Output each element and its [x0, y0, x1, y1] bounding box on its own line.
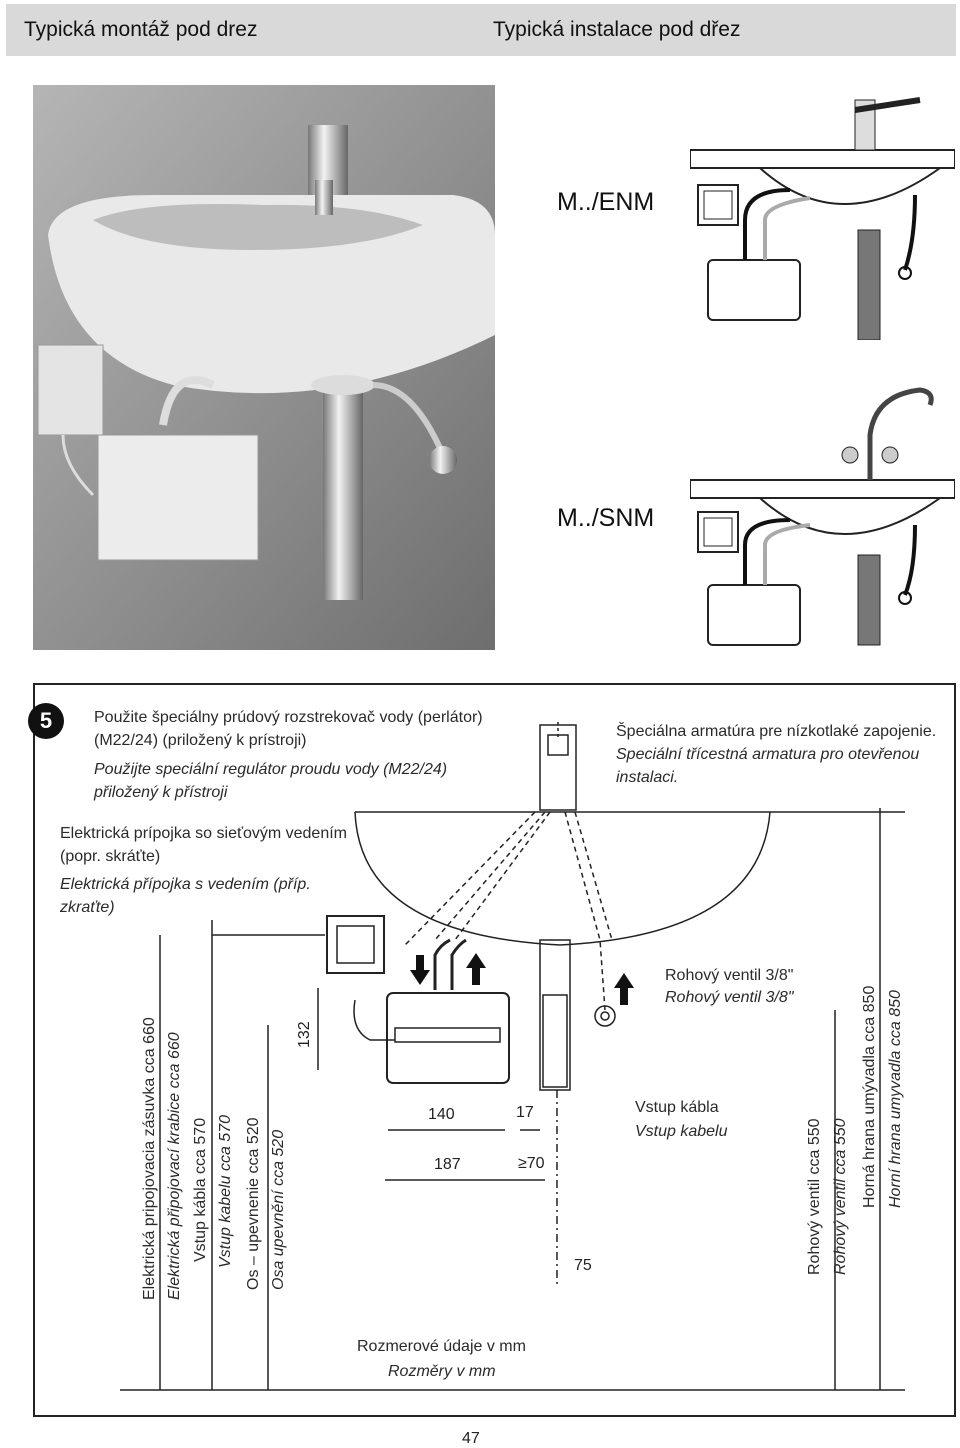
aerator-note-cz: Použijte speciální regulátor proudu vody… [94, 761, 448, 801]
vlabel-edge-cz: Horní hrana umyvadla cca 850 [887, 990, 904, 1208]
vlabel-valve-cz: Rohový ventil cca 550 [832, 1118, 849, 1275]
vlabel-socket-sk: Elektrická pripojovacia zásuvka cca 660 [141, 1017, 158, 1300]
dimensions-note-sk: Rozmerové údaje v mm [357, 1338, 526, 1355]
dim-70: ≥70 [518, 1155, 545, 1172]
page-number: 47 [462, 1430, 480, 1447]
enm-schematic [690, 97, 955, 340]
dim-140: 140 [428, 1106, 455, 1123]
vlabel-cable-sk: Vstup kábla cca 570 [192, 1117, 209, 1262]
vlabel-axis-sk: Os – upevnenie cca 520 [245, 1117, 262, 1290]
vlabel-edge-sk: Horná hrana umývadla cca 850 [861, 985, 878, 1208]
cable-entry-note-cz: Vstup kabelu [635, 1123, 728, 1140]
electric-connection-note-cz: Elektrická přípojka s vedením (příp. zkr… [60, 876, 311, 916]
fitting-note-cz: Speciální třícestná armatura pro otevřen… [616, 746, 920, 786]
model-enm-label: M../ENM [557, 188, 655, 216]
dim-132: 132 [296, 1021, 313, 1048]
header-title-sk: Typická montáž pod drez [24, 18, 258, 41]
vlabel-valve-sk: Rohový ventil cca 550 [806, 1118, 823, 1275]
step-number-badge: 5 [28, 703, 64, 739]
header-bar [6, 4, 956, 56]
dimension-drawing-frame [33, 683, 956, 1417]
dim-75: 75 [574, 1257, 592, 1274]
electric-connection-note-sk: Elektrická prípojka so sieťovým vedením … [60, 825, 347, 865]
dimensions-note-cz: Rozměry v mm [388, 1363, 496, 1380]
snm-schematic [690, 387, 955, 646]
cable-entry-note-sk: Vstup kábla [635, 1099, 719, 1116]
installation-photo [33, 85, 495, 650]
vlabel-socket-cz: Elektrická připojovací krabice cca 660 [166, 1032, 183, 1300]
angle-valve-note-cz: Rohový ventil 3/8" [665, 989, 794, 1006]
vlabel-axis-cz: Osa upevnění cca 520 [270, 1129, 287, 1290]
fitting-note-sk: Špeciálna armatúra pre nízkotlaké zapoje… [616, 723, 937, 740]
vlabel-cable-cz: Vstup kabelu cca 570 [217, 1115, 234, 1268]
model-snm-label: M../SNM [557, 504, 655, 532]
dim-187: 187 [434, 1156, 461, 1173]
dim-17: 17 [516, 1104, 534, 1121]
aerator-note-sk: Použite špeciálny prúdový rozstrekovač v… [94, 709, 483, 749]
angle-valve-note-sk: Rohový ventil 3/8" [665, 967, 794, 984]
header-title-cz: Typická instalace pod dřez [493, 18, 741, 41]
